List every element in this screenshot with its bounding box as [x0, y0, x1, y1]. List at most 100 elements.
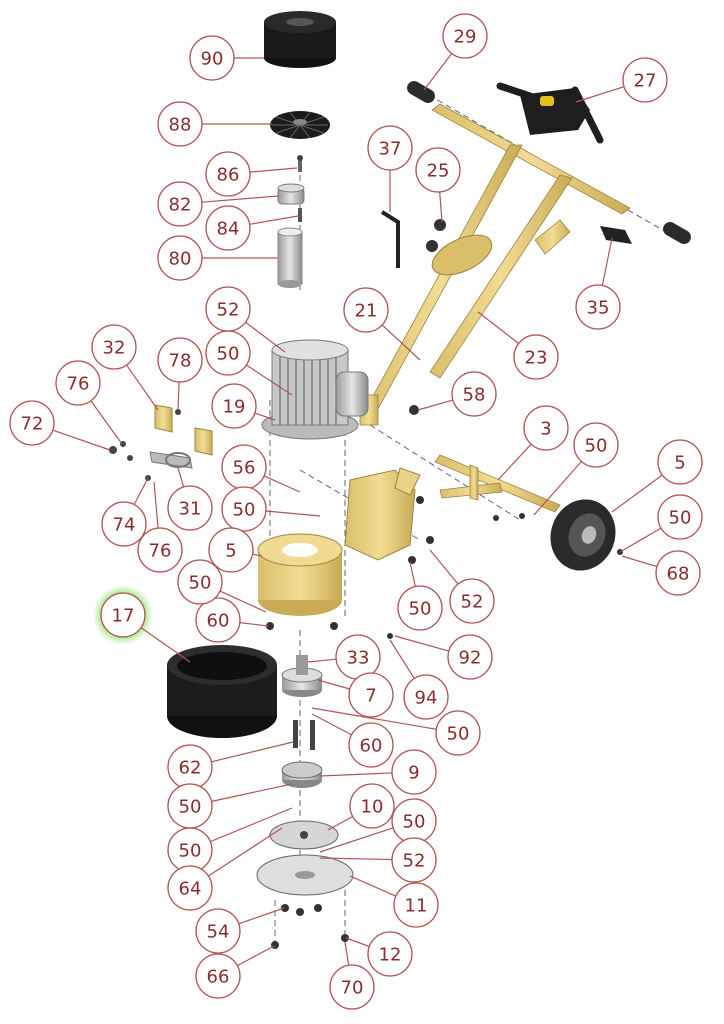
callout-leader-54 — [238, 907, 285, 925]
callout-84: 84 — [205, 205, 299, 251]
callout-leader-50g — [311, 707, 437, 730]
callout-leader-29 — [423, 53, 453, 91]
callout-circle-50e — [397, 585, 443, 631]
callout-86: 86 — [205, 151, 298, 197]
callout-label-50a: 50 — [217, 344, 240, 365]
callout-leader-11 — [349, 875, 397, 897]
callout-62: 62 — [167, 741, 294, 790]
callout-leader-72 — [52, 429, 111, 451]
callout-leader-52b — [429, 549, 459, 585]
callout-label-50i: 50 — [179, 841, 202, 862]
part-31-link — [149, 451, 193, 469]
callout-circle-11 — [393, 882, 439, 928]
callout-label-76b: 76 — [149, 541, 172, 562]
callout-leader-62 — [211, 741, 294, 763]
callout-leader-76a — [90, 400, 123, 445]
callout-label-3: 3 — [540, 419, 551, 440]
part-52-motor — [261, 339, 369, 440]
callout-label-50c: 50 — [233, 500, 256, 521]
callout-leader-68 — [621, 555, 658, 568]
callout-label-50f: 50 — [189, 573, 212, 594]
callout-circle-32 — [91, 324, 137, 370]
callout-leader-52c — [319, 857, 393, 861]
callout-label-74: 74 — [113, 515, 136, 536]
part-80-cylinder — [277, 227, 303, 288]
callout-circle-60b — [348, 722, 394, 768]
callout-label-50h: 50 — [179, 797, 202, 818]
callout-label-32: 32 — [103, 338, 126, 359]
callout-33: 33 — [307, 634, 381, 680]
callout-7: 7 — [317, 672, 394, 718]
callout-label-33: 33 — [347, 648, 370, 669]
callout-76a: 76 — [55, 360, 123, 445]
callout-leader-50d — [619, 527, 662, 553]
callout-94: 94 — [389, 639, 449, 720]
part-10-plate — [269, 820, 339, 850]
callout-leader-5b — [252, 553, 263, 557]
callout-label-50g: 50 — [447, 724, 470, 745]
callout-circle-5b — [208, 527, 254, 573]
part-32-bracket — [154, 404, 213, 456]
part-9-pulley — [281, 761, 323, 788]
callout-circle-29 — [442, 13, 488, 59]
callout-circle-52c — [391, 837, 437, 883]
callout-label-31: 31 — [179, 499, 202, 520]
part-82-clamp — [277, 183, 305, 205]
callout-label-10: 10 — [361, 797, 384, 818]
callout-5b: 5 — [208, 527, 263, 573]
callout-circle-37 — [367, 125, 413, 171]
callout-circle-50d — [657, 494, 703, 540]
callout-76b: 76 — [137, 481, 183, 573]
callout-leader-50c — [265, 510, 321, 517]
callout-52a: 52 — [205, 286, 286, 353]
callout-leader-21 — [381, 324, 421, 361]
callout-label-70: 70 — [341, 978, 364, 999]
callout-circle-72 — [9, 400, 55, 446]
callout-leader-82 — [201, 195, 279, 203]
callout-label-29: 29 — [454, 27, 477, 48]
part-5-housing-ring — [257, 533, 343, 616]
callout-circle-82 — [157, 181, 203, 227]
callout-66: 66 — [195, 945, 275, 999]
callout-circle-19 — [211, 383, 257, 429]
callout-circle-90 — [189, 35, 235, 81]
callout-label-50d: 50 — [669, 508, 692, 529]
callout-90: 90 — [189, 35, 264, 81]
callout-label-11: 11 — [405, 896, 428, 917]
callout-circle-3 — [523, 405, 569, 451]
callout-label-72: 72 — [21, 414, 44, 435]
callout-leader-19 — [254, 412, 276, 421]
callout-label-94: 94 — [415, 688, 438, 709]
callout-label-5b: 5 — [225, 541, 236, 562]
part-84-screw — [298, 208, 302, 222]
callout-label-50j: 50 — [403, 812, 426, 833]
callout-leader-86 — [249, 167, 298, 173]
callout-label-37: 37 — [379, 139, 402, 160]
callout-label-66: 66 — [207, 967, 230, 988]
callout-leader-10 — [327, 816, 353, 831]
callout-68: 68 — [621, 550, 701, 596]
callout-circle-76a — [55, 360, 101, 406]
callout-leader-50h — [211, 783, 293, 802]
callout-label-5a: 5 — [674, 453, 685, 474]
callout-32: 32 — [91, 324, 159, 411]
callout-label-76a: 76 — [67, 374, 90, 395]
callout-82: 82 — [157, 181, 279, 227]
callout-label-78: 78 — [169, 351, 192, 372]
callout-23: 23 — [477, 311, 559, 380]
part-5-wheel — [550, 499, 616, 571]
callout-circle-35 — [575, 284, 621, 330]
callout-label-25: 25 — [427, 161, 450, 182]
callout-60a: 60 — [195, 597, 269, 643]
callout-circle-10 — [349, 783, 395, 829]
callout-label-84: 84 — [217, 219, 240, 240]
part-37-key — [380, 210, 400, 268]
callout-circle-78 — [157, 337, 203, 383]
callout-circle-88 — [157, 101, 203, 147]
part-88-fan — [270, 111, 330, 139]
callout-leader-74 — [133, 477, 149, 505]
callout-leader-7 — [317, 679, 350, 690]
callout-11: 11 — [349, 875, 439, 928]
